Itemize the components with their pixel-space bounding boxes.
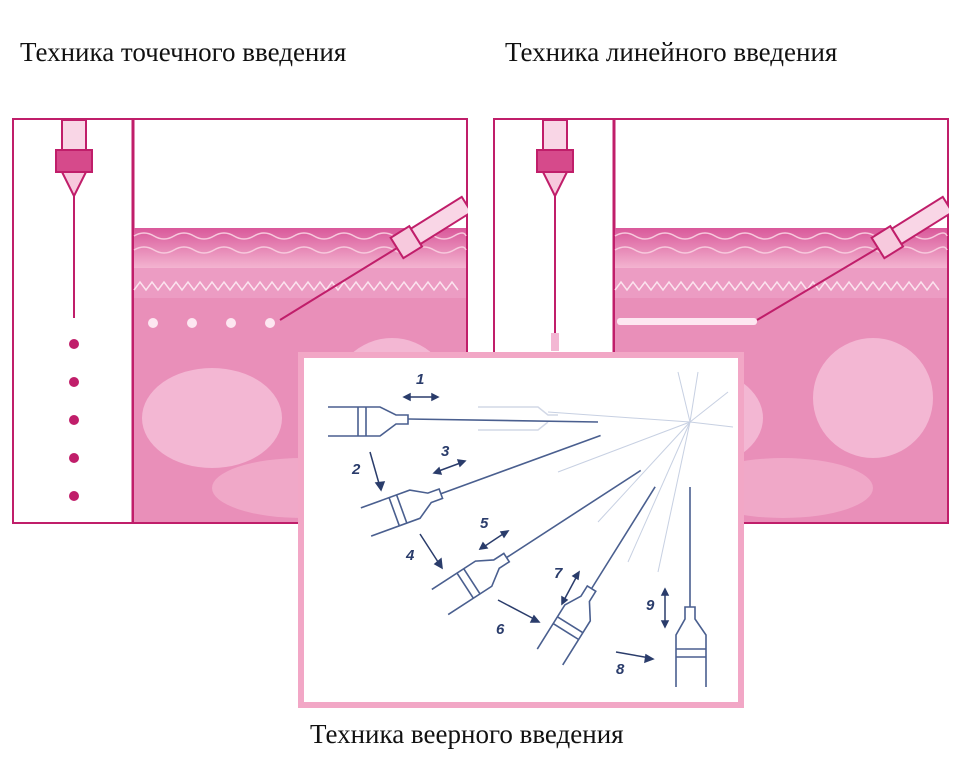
fan-label-3: 3	[441, 443, 450, 460]
fan-label-9: 9	[646, 597, 655, 614]
point-technique-title: Техника точечного введения	[20, 37, 347, 67]
fan-technique-illustration: 1 2 3 4 5 6 7 8 9	[298, 352, 744, 708]
linear-technique-illustration	[493, 118, 949, 524]
fan-label-2: 2	[351, 461, 361, 478]
fan-technique-title: Техника веерного введения	[310, 719, 624, 749]
fan-label-6: 6	[496, 621, 505, 638]
linear-technique-title: Техника линейного введения	[505, 37, 838, 67]
fan-label-5: 5	[480, 515, 489, 532]
fan-label-1: 1	[416, 371, 424, 388]
fan-label-4: 4	[405, 547, 415, 564]
point-technique-illustration	[12, 118, 468, 524]
fan-label-8: 8	[616, 661, 625, 678]
fan-label-7: 7	[554, 565, 563, 582]
